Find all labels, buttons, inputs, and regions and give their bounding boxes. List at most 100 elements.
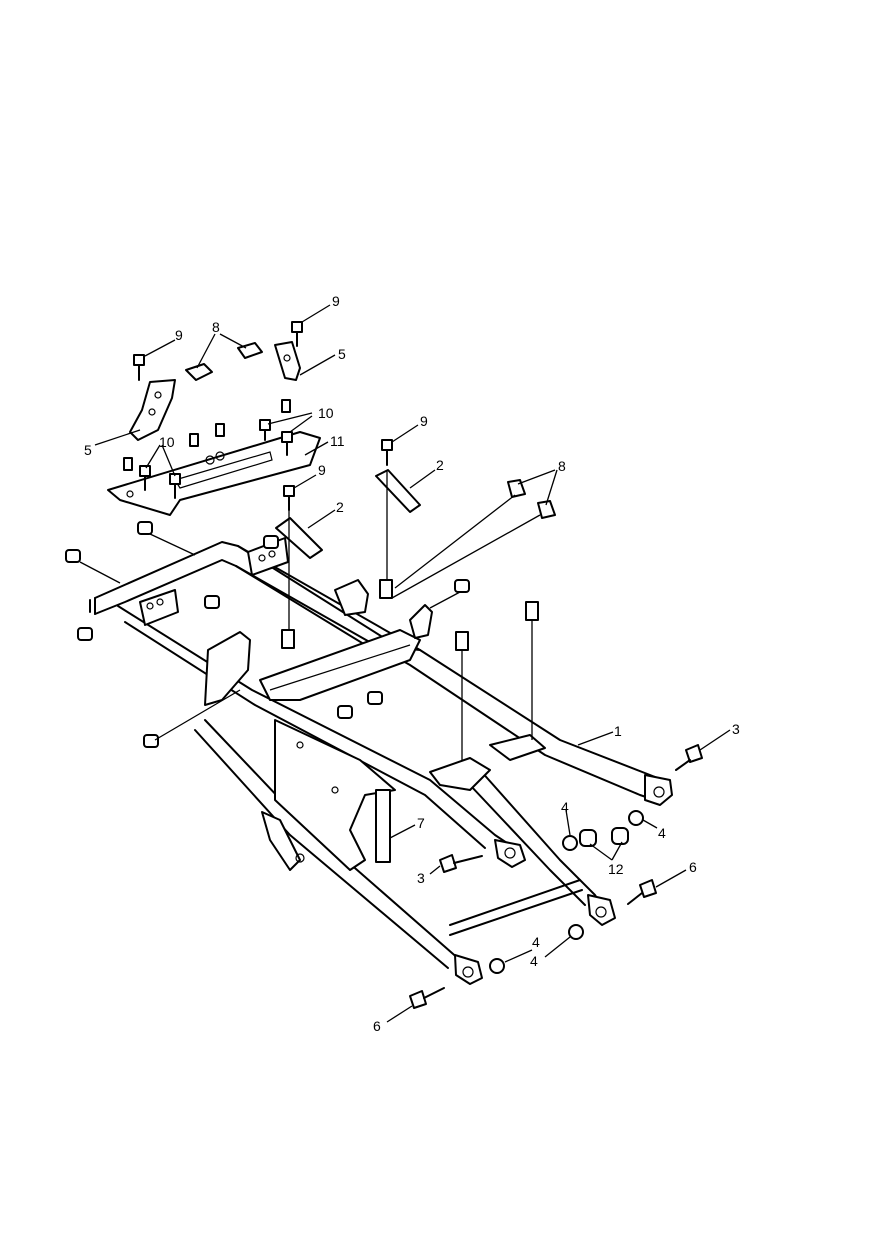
part-5-bracket-left (129, 379, 176, 441)
part-5-hole (148, 408, 156, 416)
part-2-bracket-lower (275, 517, 323, 559)
callout-5: 5 (84, 442, 92, 458)
frame-side-lug (409, 604, 433, 639)
part-5-hole (283, 354, 291, 362)
frame-lower-left-eye-hole (462, 966, 474, 978)
part-sleeve (525, 601, 539, 621)
frame-side-plate (274, 719, 396, 871)
part-8-clip (507, 479, 526, 498)
frame-rear-end (89, 597, 96, 615)
frame-plate-hole (258, 554, 266, 562)
part-4-nut (562, 835, 578, 851)
part-sleeve (455, 631, 469, 651)
callout-4: 4 (561, 799, 569, 815)
frame-cross-member-edge (269, 644, 411, 691)
callout-12: 12 (608, 861, 624, 877)
part-12-bush (611, 827, 629, 845)
part-10-screw-head (281, 431, 293, 443)
fasteners (65, 321, 703, 1009)
part-6-bolt-head (409, 990, 427, 1009)
callout-2: 2 (336, 499, 344, 515)
part-10-screw-head (139, 465, 151, 477)
part-small-plug (123, 457, 133, 471)
part-9-bolt-head (291, 321, 303, 333)
frame-right-eye (644, 774, 673, 806)
part-4-nut (628, 810, 644, 826)
frame-plate-hole (146, 602, 154, 610)
callout-11: 11 (330, 433, 345, 449)
part-9-bolt-head (133, 354, 145, 366)
part-11-slot (174, 451, 273, 489)
part-5-hole (154, 391, 162, 399)
callout-1: 1 (614, 723, 622, 739)
part-sleeve (379, 579, 393, 599)
part-6-bolt-shank (627, 892, 643, 905)
part-9-bolt-head (283, 485, 295, 497)
grommet (367, 691, 383, 705)
part-11-hole (205, 455, 215, 465)
part-small-plug (215, 423, 225, 437)
frame-rear-bracket (204, 631, 251, 706)
callout-4: 4 (658, 825, 666, 841)
grommet (137, 521, 153, 535)
frame-bracket-top (334, 579, 369, 616)
part-7-spacer-tube (375, 789, 391, 863)
callout-3: 3 (417, 870, 425, 886)
part-8-clip (185, 363, 213, 381)
part-3-bolt-head (439, 854, 457, 873)
rear-subframe (89, 537, 673, 985)
side-plate-hole-2 (331, 786, 339, 794)
frame-mount-boss-hole (295, 853, 305, 863)
frame-plate-left (139, 589, 179, 626)
frame-right-lug (489, 734, 546, 761)
grommet (65, 549, 81, 563)
part-small-plug (189, 433, 199, 447)
grommet (143, 734, 159, 748)
frame-plate-hole (268, 550, 276, 558)
part-8-clip (537, 500, 556, 519)
callout-numbers: 1 2 2 3 3 4 4 4 4 5 5 6 6 7 8 8 9 9 9 9 … (84, 293, 740, 1034)
part-9-bolt-head (381, 439, 393, 451)
part-3-bolt-shank (675, 759, 691, 771)
frame-left-eye-hole (504, 847, 516, 859)
callout-5: 5 (338, 346, 346, 362)
frame-center-lug (429, 757, 491, 791)
callout-9: 9 (420, 413, 428, 429)
callout-4: 4 (532, 934, 540, 950)
callout-10: 10 (159, 434, 175, 450)
frame-rear-loop-bottom (94, 559, 391, 661)
frame-lower-right-eye-hole (595, 906, 607, 918)
callout-9: 9 (175, 327, 183, 343)
frame-mount-boss-left (261, 811, 301, 871)
frame-left-eye (494, 839, 526, 868)
part-4-nut (568, 924, 584, 940)
part-11-hole (215, 451, 225, 461)
grommet (77, 627, 93, 641)
callout-3: 3 (732, 721, 740, 737)
callout-4: 4 (530, 953, 538, 969)
part-sleeve (281, 629, 295, 649)
frame-cross-member (259, 629, 421, 701)
part-6-bolt-head (639, 879, 657, 898)
part-2-bracket-upper (375, 469, 421, 513)
frame-right-eye-hole (653, 786, 665, 798)
part-small-plug (281, 399, 291, 413)
grommet (204, 595, 220, 609)
part-3-bolt-shank (453, 855, 483, 864)
callout-8: 8 (558, 458, 566, 474)
callout-6: 6 (689, 859, 697, 875)
frame-lower-cross-bar (449, 879, 583, 936)
callout-7: 7 (417, 815, 425, 831)
callout-10: 10 (318, 405, 334, 421)
part-12-bush (579, 829, 597, 847)
callout-6: 6 (373, 1018, 381, 1034)
part-6-bolt-shank (423, 987, 445, 999)
part-10-screw-head (259, 419, 271, 431)
callout-9: 9 (318, 462, 326, 478)
frame-left-down-tube-lower (194, 729, 449, 969)
leader-lines (79, 304, 731, 1023)
callout-2: 2 (436, 457, 444, 473)
frame-lower-left-eye (454, 954, 483, 985)
callout-9: 9 (332, 293, 340, 309)
